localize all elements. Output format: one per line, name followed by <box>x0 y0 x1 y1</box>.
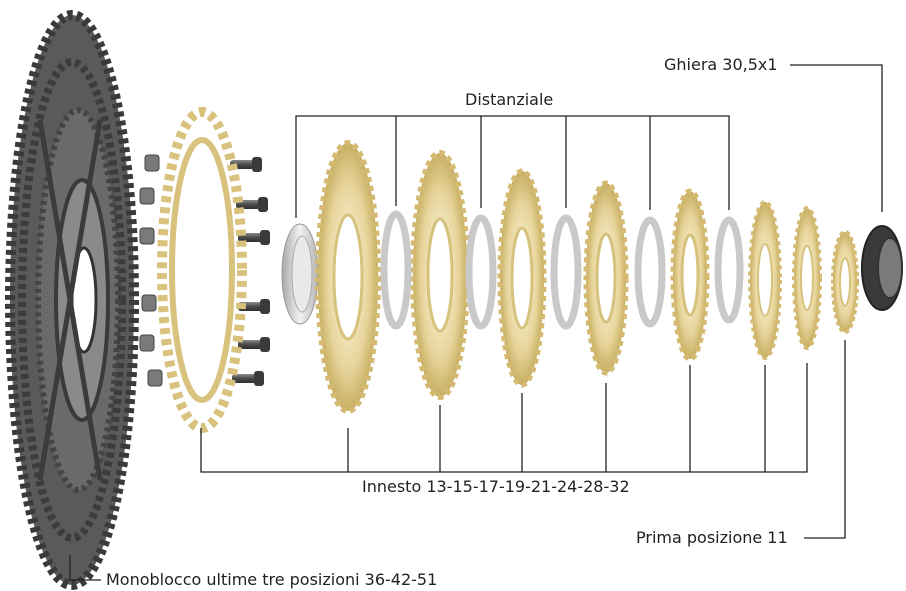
nuts <box>140 155 162 386</box>
lockring <box>862 226 902 310</box>
sprocket-28 <box>413 153 467 397</box>
spacer-label: Distanziale <box>465 91 553 109</box>
sprocket-24 <box>500 171 544 385</box>
carrier-sprocket <box>162 112 242 428</box>
sprocket-15 <box>794 208 820 348</box>
sprocket-32 <box>318 143 378 411</box>
sprocket-19 <box>673 191 707 359</box>
sprocket-21 <box>586 183 626 373</box>
first-position-label: Prima posizione 11 <box>636 529 788 547</box>
engagement-label: Innesto 13-15-17-19-21-24-28-32 <box>362 478 630 496</box>
monoblock-sprocket <box>10 15 134 585</box>
big-spacer <box>282 224 318 324</box>
sprocket-17 <box>750 202 780 358</box>
sprockets <box>318 143 857 411</box>
ring-nut-label: Ghiera 30,5x1 <box>664 56 778 74</box>
sprocket-11 <box>833 232 857 332</box>
monoblock-label: Monoblocco ultime tre posizioni 36-42-51 <box>106 571 437 589</box>
